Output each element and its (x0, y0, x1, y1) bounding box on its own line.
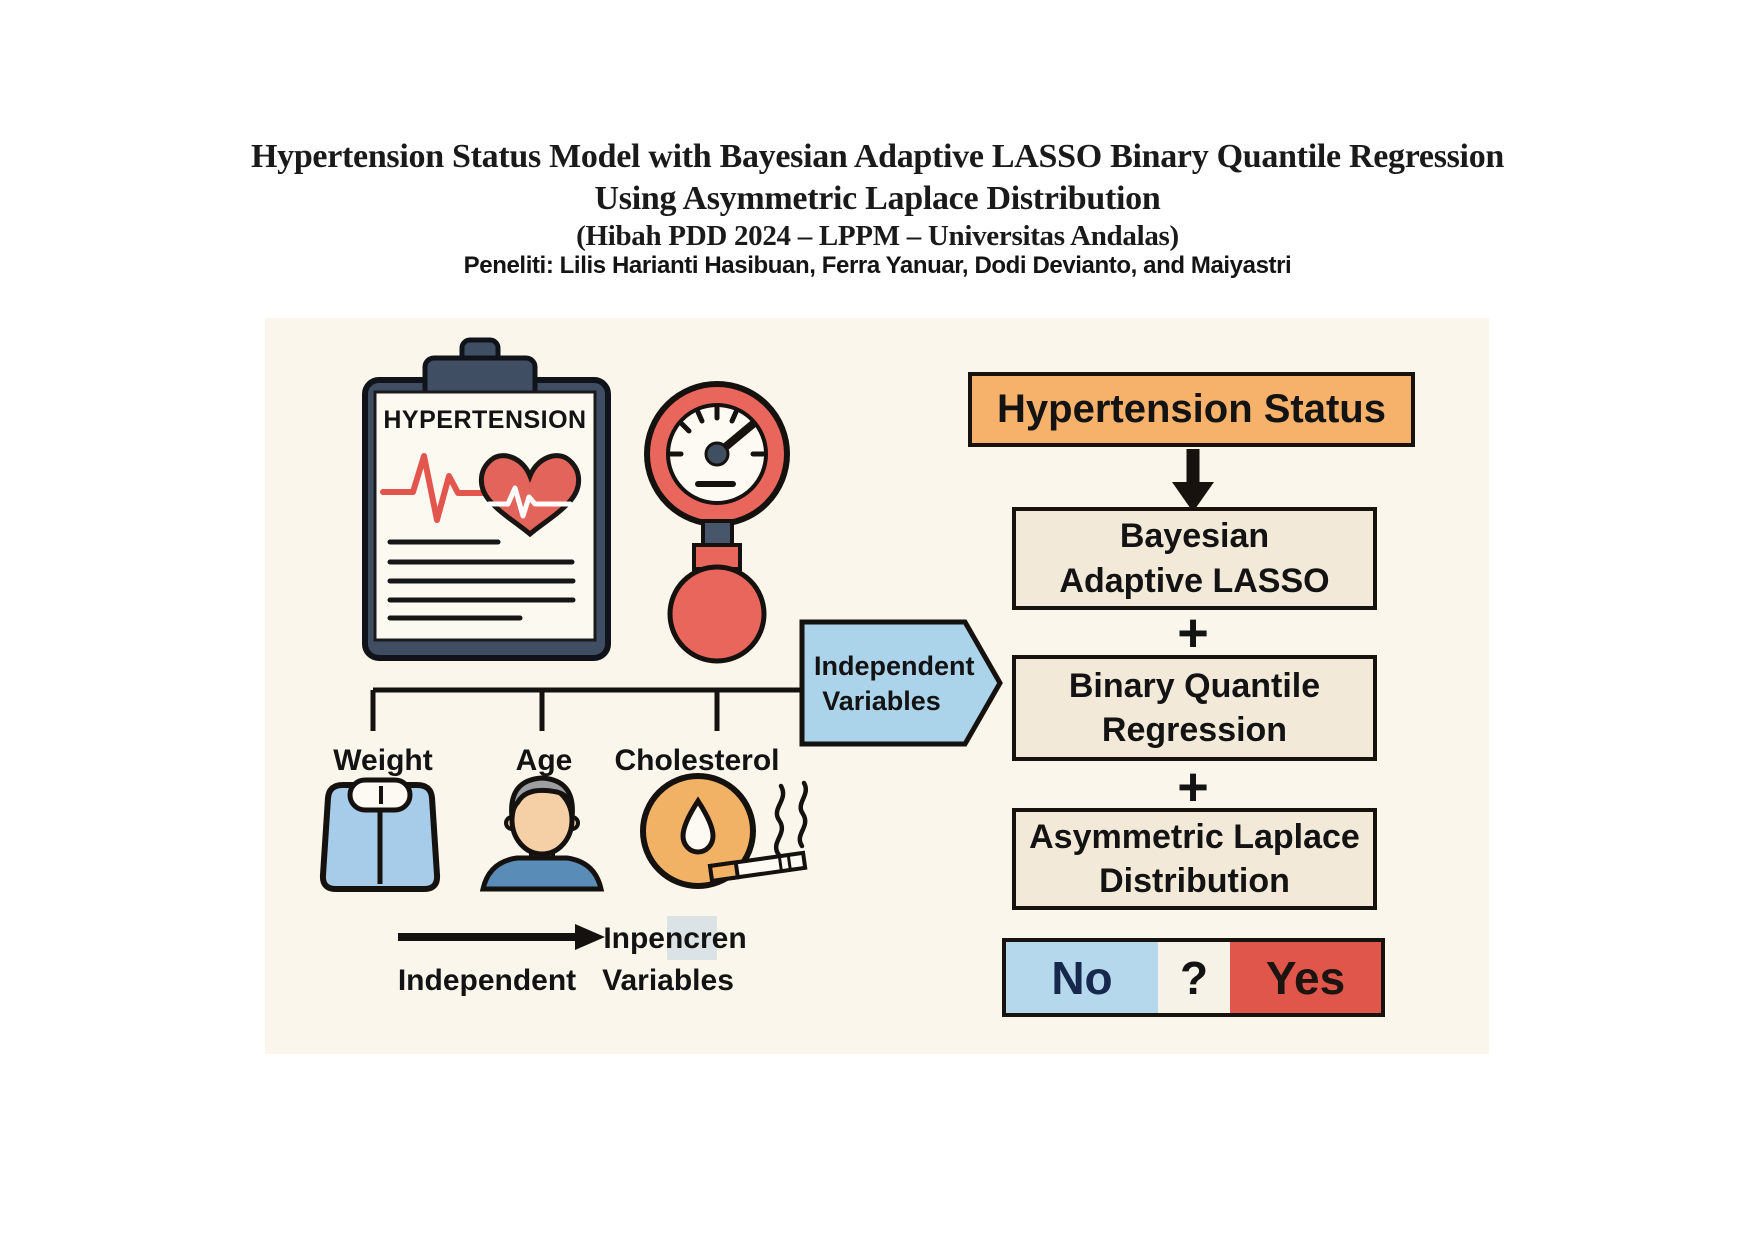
right-arrow-icon (398, 916, 717, 960)
plus-sign-2: + (1177, 757, 1209, 817)
arrow-caption-independent: Independent (397, 964, 577, 997)
status-box-label: Hypertension Status (997, 387, 1386, 431)
pointer-label-line1: Independent (814, 651, 975, 681)
variable-label-weight: Weight (333, 744, 433, 777)
independent-variables-pointer (799, 619, 1003, 747)
clipboard-title: HYPERTENSION (383, 406, 587, 434)
plus-sign-1: + (1177, 603, 1209, 663)
variable-label-cholesterol: Cholesterol (614, 744, 780, 777)
illustration-panel: HYPERTENSION Weight Age Cholesterol Inde… (265, 318, 1489, 1054)
authors-line: Peneliti: Lilis Harianti Hasibuan, Ferra… (463, 252, 1292, 279)
pointer-label: Independent Variables (814, 649, 975, 719)
pointer-label-line2: Variables (822, 686, 941, 717)
smoke-icon (773, 780, 808, 858)
blood-pressure-gauge-icon (644, 381, 790, 664)
illustration-graphics (319, 337, 1214, 960)
grant-subtitle: (Hibah PDD 2024 – LPPM – Universitas And… (576, 220, 1179, 252)
laplace-line2: Distribution (1099, 862, 1290, 900)
arrow-caption-variables: Variables (602, 964, 734, 997)
person-icon (479, 775, 605, 892)
binary-line2: Regression (1101, 711, 1288, 749)
heart-ekg-icon (380, 453, 582, 538)
status-box: Hypertension Status (968, 372, 1415, 447)
page-title-line1: Hypertension Status Model with Bayesian … (250, 138, 1505, 175)
branch-lines (370, 687, 802, 731)
bayesian-line1: Bayesian (1119, 517, 1270, 556)
down-arrow-icon (1172, 449, 1214, 512)
weight-scale-icon (319, 777, 441, 892)
variable-label-age: Age (515, 744, 573, 777)
cholesterol-cigarette-icon (640, 773, 808, 889)
outcome-no: No (1006, 942, 1158, 1013)
paper-text-lines (387, 539, 576, 621)
outcome-question: ? (1158, 942, 1230, 1013)
bayesian-line2: Adaptive LASSO (1059, 561, 1330, 600)
outcome-yes: Yes (1230, 942, 1381, 1013)
asymmetric-laplace-box: Asymmetric Laplace Distribution (1012, 808, 1377, 910)
outcome-box: No ? Yes (1002, 938, 1385, 1017)
binary-quantile-box: Binary Quantile Regression (1012, 655, 1377, 761)
bayesian-lasso-box: Bayesian Adaptive LASSO (1012, 507, 1377, 610)
page-title-line2: Using Asymmetric Laplace Distribution (594, 180, 1161, 217)
laplace-line1: Asymmetric Laplace (1029, 817, 1360, 856)
binary-line1: Binary Quantile (1068, 666, 1321, 705)
arrow-caption-top: Inpencren (603, 922, 747, 955)
